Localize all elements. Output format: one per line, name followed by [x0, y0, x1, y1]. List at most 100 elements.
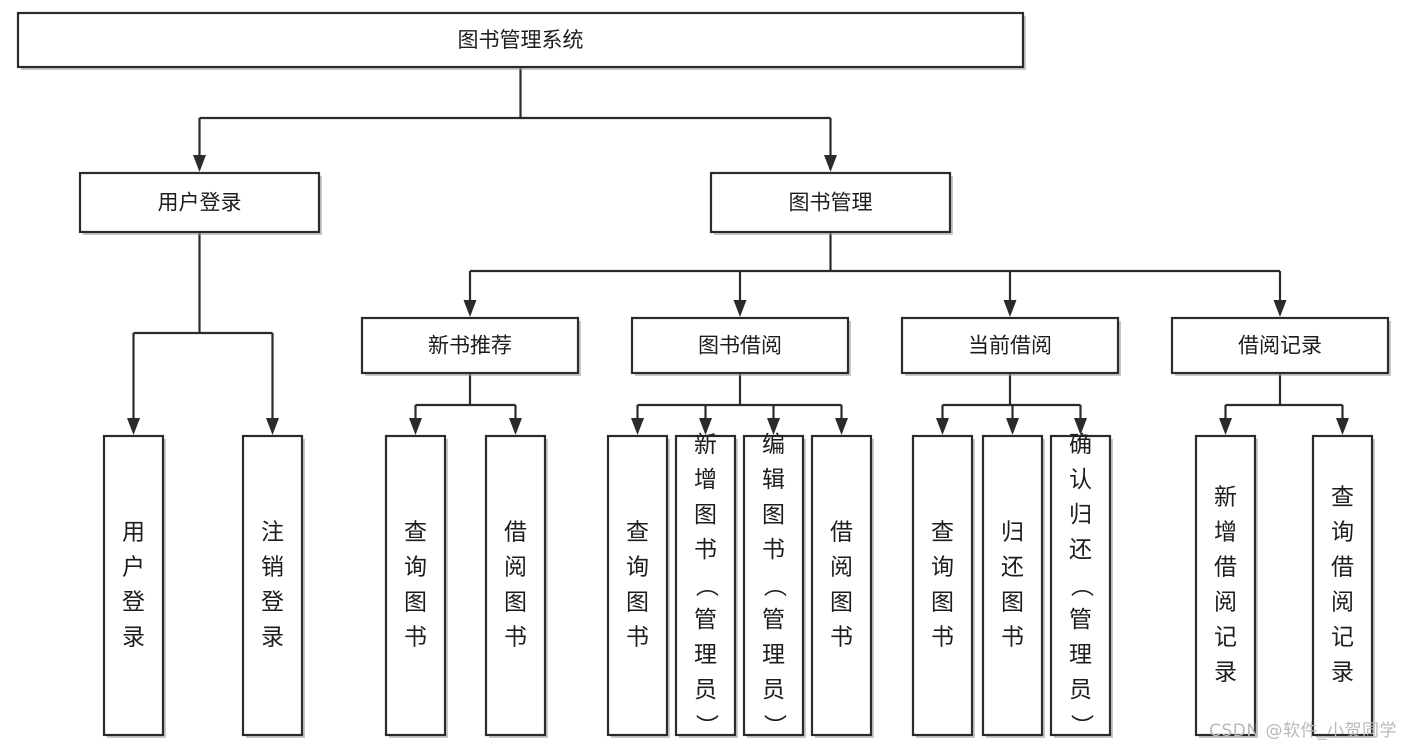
connector-layer — [127, 67, 1349, 435]
arrow-head-icon — [409, 418, 422, 435]
node-rect[interactable] — [384, 434, 447, 737]
node-rect[interactable] — [742, 434, 805, 737]
node-rect[interactable] — [900, 316, 1120, 375]
node-label-char: ） — [693, 714, 719, 737]
node-rect[interactable] — [1049, 434, 1112, 737]
node-root[interactable]: 图书管理系统 — [16, 11, 1026, 70]
node-book-borrow[interactable]: 图书借阅 — [630, 316, 851, 376]
node-rect[interactable] — [674, 434, 737, 737]
node-borrow-record[interactable]: 借阅记录 — [1170, 316, 1391, 376]
node-current-borrow[interactable]: 当前借阅 — [900, 316, 1121, 376]
arrow-head-icon — [193, 155, 206, 172]
arrow-head-icon — [509, 418, 522, 435]
node-new-book-rec[interactable]: 新书推荐 — [360, 316, 581, 376]
arrow-head-icon — [1006, 418, 1019, 435]
node-label-char: 图 — [1001, 590, 1024, 616]
node-rect[interactable] — [241, 434, 304, 737]
node-label-char: 用 — [122, 520, 145, 546]
node-label-char: 员 — [762, 677, 785, 703]
node-label-char: 阅 — [1331, 590, 1354, 616]
node-label-char: 登 — [261, 590, 284, 616]
node-label-char: 图 — [694, 502, 717, 528]
node-label-char: 书 — [830, 625, 853, 651]
node-rect[interactable] — [360, 316, 580, 375]
node-label-char: 记 — [1214, 625, 1237, 651]
node-label-char: 新 — [694, 432, 717, 458]
node-rect[interactable] — [911, 434, 974, 737]
node-rect[interactable] — [810, 434, 873, 737]
node-label-char: 新 — [1214, 485, 1237, 511]
node-rect[interactable] — [606, 434, 669, 737]
node-label-char: 书 — [504, 625, 527, 651]
node-label-char: 员 — [1069, 677, 1092, 703]
arrow-head-icon — [936, 418, 949, 435]
node-rect[interactable] — [484, 434, 547, 737]
node-label-char: 增 — [694, 467, 717, 493]
arrow-head-icon — [127, 418, 140, 435]
node-rect[interactable] — [16, 11, 1025, 69]
node-label-char: 辑 — [762, 467, 785, 493]
node-rect[interactable] — [1311, 434, 1374, 737]
node-label-char: 录 — [122, 625, 145, 651]
node-rect[interactable] — [630, 316, 850, 375]
node-label-char: 注 — [261, 520, 284, 546]
node-label-char: 图 — [504, 590, 527, 616]
node-label-char: 阅 — [504, 555, 527, 581]
node-label-char: 录 — [261, 625, 284, 651]
node-layer: 图书管理系统用户登录图书管理新书推荐图书借阅当前借阅借阅记录用户登录注销登录查询… — [16, 11, 1391, 738]
node-label-char: 阅 — [1214, 590, 1237, 616]
node-label-char: 增 — [1214, 520, 1237, 546]
node-label-char: 编 — [762, 432, 785, 458]
node-label-char: 查 — [931, 520, 954, 546]
node-rect[interactable] — [1170, 316, 1390, 375]
node-rect[interactable] — [102, 434, 165, 737]
node-label: 图书管理系统 — [458, 28, 584, 52]
node-book-manage[interactable]: 图书管理 — [709, 171, 953, 235]
node-label-char: 阅 — [830, 555, 853, 581]
node-label-char: 销 — [261, 555, 284, 581]
node-rect[interactable] — [981, 434, 1044, 737]
arrow-head-icon — [266, 418, 279, 435]
node-label-char: 询 — [626, 555, 649, 581]
node-label-char: 查 — [404, 520, 427, 546]
arrow-head-icon — [631, 418, 644, 435]
node-label-char: （ — [761, 574, 787, 597]
node-label-char: 查 — [1331, 485, 1354, 511]
node-label-char: 登 — [122, 590, 145, 616]
node-rect[interactable] — [78, 171, 321, 234]
node-label-char: 借 — [1331, 555, 1354, 581]
node-label-char: 借 — [504, 520, 527, 546]
node-rect[interactable] — [709, 171, 952, 234]
node-label-char: 户 — [122, 555, 145, 581]
arrow-head-icon — [1074, 418, 1087, 435]
node-label-char: （ — [1068, 574, 1094, 597]
arrow-head-icon — [1336, 418, 1349, 435]
node-leaf-user-login[interactable]: 用户登录 — [102, 434, 166, 738]
node-rect[interactable] — [1194, 434, 1257, 737]
node-label-char: 书 — [626, 625, 649, 651]
connector-group-book-borrow — [631, 373, 848, 435]
node-label-char: 理 — [762, 642, 785, 668]
node-user-login[interactable]: 用户登录 — [78, 171, 322, 235]
node-label-char: 图 — [830, 590, 853, 616]
